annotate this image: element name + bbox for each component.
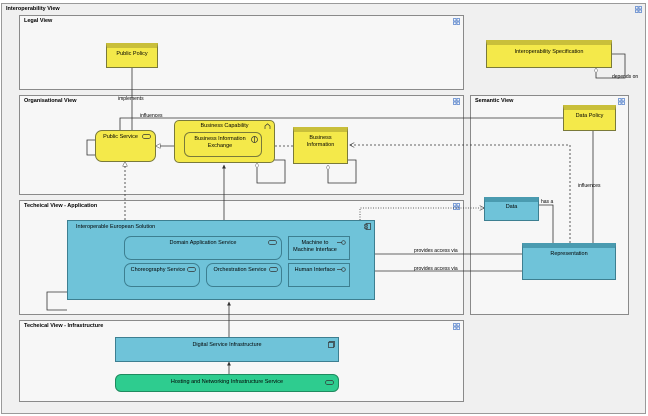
edge-label-influences-2: influences [578,183,601,189]
service-icon [268,240,277,245]
interaction-icon [251,136,258,143]
human-interface[interactable]: Human Interface [288,263,350,287]
business-information[interactable]: Business Information [293,127,348,164]
view-icon [635,6,642,13]
business-capability[interactable]: Business Capability Business Information… [174,120,275,163]
edge-ies-to-data [359,208,484,220]
edge-label-implements: implements [118,96,144,102]
service-icon [142,134,151,139]
view-icon [453,98,460,105]
public-policy[interactable]: Public Policy [106,43,158,68]
edge-label-provides-2: provides access via [414,266,458,272]
interface-icon [337,240,346,245]
edge-label-has-a: has a [541,199,554,205]
digital-service-infra-label: Digital Service Infrastructure [192,342,262,348]
bie-label: Business Information Exchange [194,136,246,149]
orchestration-service[interactable]: Orchestration Service [206,263,282,287]
component-icon [364,223,371,230]
data-label: Data [505,204,518,210]
infrastructure-view-title: Techeical View - Infrastructure [24,323,104,329]
domain-application-service[interactable]: Domain Application Service [124,236,282,260]
data-policy[interactable]: Data Policy [563,105,616,131]
service-icon [269,267,278,272]
edge-rep-to-info [350,145,571,243]
capability-icon [264,123,271,129]
choreography-service[interactable]: Choreography Service [124,263,200,287]
edge-label-depends-on: depends on [612,74,639,80]
human-interface-label: Human Interface [294,267,336,273]
edge-label-influences: influences [140,113,163,119]
edge-info-self [326,159,357,184]
data-object[interactable]: Data [484,197,539,221]
domain-app-service-label: Domain Application Service [169,240,237,246]
interoperability-specification[interactable]: Interoperability Specification [486,40,612,68]
machine-to-machine-interface[interactable]: Machine to Machine Interface [288,236,350,260]
choreography-service-label: Choreography Service [130,267,186,273]
public-service[interactable]: Public Service [95,130,156,162]
orchestration-service-label: Orchestration Service [213,267,267,273]
hosting-service-label: Hosting and Networking Infrastructure Se… [170,379,284,385]
public-policy-label: Public Policy [116,51,148,57]
m2m-interface-label: Machine to Machine Interface [293,240,337,253]
interop-spec-label: Interoperability Specification [514,49,584,55]
legal-view-title: Legal View [24,18,53,24]
business-capability-label: Business Capability [200,123,249,129]
business-information-exchange[interactable]: Business Information Exchange [184,132,262,157]
hosting-networking-service[interactable]: Hosting and Networking Infrastructure Se… [115,374,339,392]
ies-label: Interoperable European Solution [76,224,156,230]
edge-label-provides-1: provides access via [414,248,458,254]
edge-capability-self [255,159,286,184]
edge-has-a [539,204,554,243]
interoperable-european-solution[interactable]: Interoperable European Solution Domain A… [67,220,375,300]
node-icon [328,341,335,348]
representation-label: Representation [550,251,588,257]
legal-view: Legal View [19,15,464,90]
data-policy-label: Data Policy [575,113,604,119]
service-icon [187,267,196,272]
digital-service-infrastructure[interactable]: Digital Service Infrastructure [115,337,339,362]
application-view-title: Techeical View - Application [24,203,98,209]
interface-icon [337,267,346,272]
semantic-view-title: Semantic View [475,98,514,104]
business-information-label: Business Information [306,135,335,148]
edge-depends-on [594,53,626,79]
outer-title: Interoperability View [6,6,60,12]
public-service-label: Public Service [103,134,138,140]
edge-ies-self [46,291,67,311]
view-icon [618,98,625,105]
view-icon [453,18,460,25]
representation[interactable]: Representation [522,243,616,280]
organisational-view-title: Organisational View [24,98,77,104]
edge-influences-1 [119,117,563,130]
service-icon [325,380,334,385]
view-icon [453,323,460,330]
